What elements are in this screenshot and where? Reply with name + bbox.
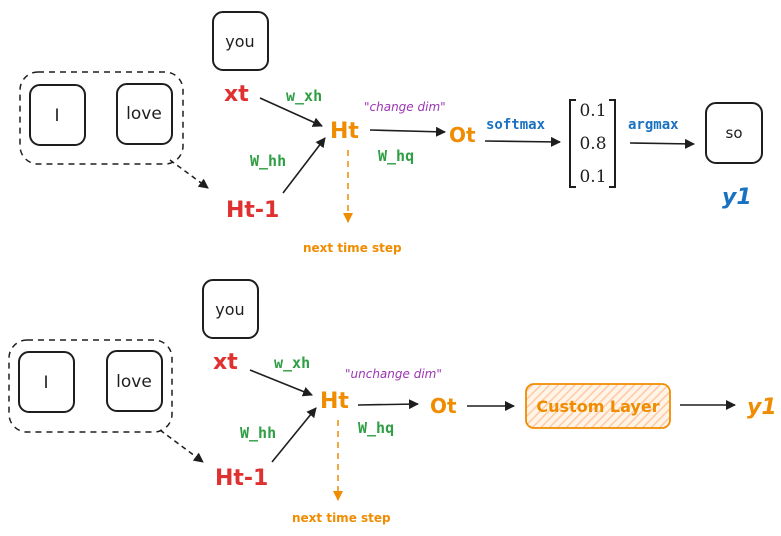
top-context-group bbox=[19, 71, 184, 165]
top-context-arrow bbox=[169, 159, 209, 189]
bottom-context-group bbox=[8, 339, 173, 433]
bottom-xt-arrow bbox=[249, 369, 313, 397]
bottom-htprev-arrow bbox=[271, 407, 317, 463]
top-diagram: I love you xt w_xh Ht Ht-1 W_hh next tim… bbox=[19, 11, 763, 255]
bottom-whq-label: W_hq bbox=[358, 419, 394, 437]
custom-layer-box bbox=[525, 383, 671, 429]
top-whq-label: W_hq bbox=[378, 147, 414, 165]
top-ht-ot-arrow bbox=[369, 126, 446, 137]
bottom-word-i: I bbox=[43, 373, 48, 393]
top-argmax-arrow bbox=[629, 138, 695, 149]
vector-right-bracket bbox=[609, 99, 616, 188]
top-word-i: I bbox=[54, 106, 59, 126]
vector-value: 0.1 bbox=[579, 101, 606, 121]
top-softmax-label: softmax bbox=[486, 117, 546, 133]
bottom-y-label: y1 bbox=[747, 395, 777, 420]
top-word-box-love bbox=[116, 83, 173, 145]
top-argmax-label: argmax bbox=[628, 117, 679, 133]
top-output-token: so bbox=[726, 124, 743, 142]
bottom-input-token: you bbox=[215, 300, 244, 319]
top-output-box bbox=[705, 102, 763, 164]
top-input-box bbox=[212, 11, 269, 71]
top-whh-label: W_hh bbox=[250, 152, 286, 170]
top-y-label: y1 bbox=[722, 185, 752, 210]
top-prob-vector: 0.1 0.8 0.1 bbox=[569, 99, 616, 188]
bottom-word-love: love bbox=[116, 372, 152, 392]
top-word-love: love bbox=[126, 104, 162, 124]
top-wxh-label: w_xh bbox=[286, 87, 322, 105]
bottom-word-box-i bbox=[18, 351, 75, 413]
bottom-wxh-label: w_xh bbox=[274, 354, 310, 372]
top-ot-label: Ot bbox=[449, 123, 476, 147]
bottom-ht-ot-arrow bbox=[357, 399, 419, 410]
bottom-htprev-label: Ht-1 bbox=[215, 466, 268, 491]
vector-left-bracket bbox=[569, 99, 576, 188]
vector-value: 0.8 bbox=[579, 134, 606, 154]
top-ht-label: Ht bbox=[330, 119, 359, 144]
top-input-token: you bbox=[225, 32, 254, 51]
top-htprev-arrow bbox=[282, 137, 326, 194]
top-softmax-arrow bbox=[484, 136, 561, 147]
bottom-word-box-love bbox=[106, 350, 163, 412]
bottom-whh-label: W_hh bbox=[240, 424, 276, 442]
vector-value: 0.1 bbox=[579, 167, 606, 187]
top-htprev-label: Ht-1 bbox=[226, 198, 279, 223]
bottom-xt-label: xt bbox=[213, 350, 238, 375]
bottom-unchange-note: "unchange dim" bbox=[345, 367, 442, 381]
bottom-input-box bbox=[202, 279, 259, 339]
top-change-note: "change dim" bbox=[364, 100, 446, 114]
bottom-ot-label: Ot bbox=[430, 394, 457, 418]
bottom-ht-label: Ht bbox=[320, 389, 349, 414]
top-word-box-i bbox=[29, 84, 86, 146]
bottom-diagram: I love you xt w_xh Ht Ht-1 W_hh next tim… bbox=[8, 279, 777, 525]
bottom-context-arrow bbox=[159, 429, 204, 463]
top-xt-label: xt bbox=[224, 82, 249, 107]
top-xt-arrow bbox=[259, 97, 323, 127]
custom-layer-label: Custom Layer bbox=[536, 397, 659, 416]
bottom-next-step-label: next time step bbox=[292, 511, 391, 525]
top-next-step-label: next time step bbox=[303, 241, 402, 255]
